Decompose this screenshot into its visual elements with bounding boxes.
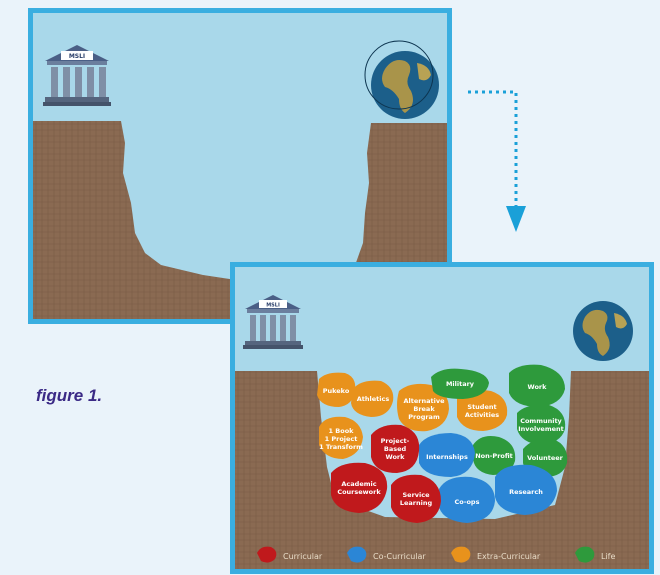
legend-item-life: Life bbox=[575, 546, 615, 563]
canyon-ground bbox=[235, 371, 649, 569]
rock-project-based-work: Project- Based Work bbox=[371, 424, 420, 473]
globe-icon bbox=[364, 40, 439, 119]
svg-text:Curricular: Curricular bbox=[283, 552, 323, 561]
svg-text:Program: Program bbox=[408, 413, 440, 421]
svg-text:Academic: Academic bbox=[341, 480, 376, 488]
rock-one-book: 1 Book 1 Project 1 Transform bbox=[319, 416, 363, 459]
svg-text:Project-: Project- bbox=[381, 437, 410, 445]
svg-text:MSLI: MSLI bbox=[266, 303, 280, 309]
svg-text:Based: Based bbox=[384, 445, 407, 453]
svg-text:Non-Profit: Non-Profit bbox=[475, 452, 513, 460]
rock-military: Military bbox=[431, 368, 489, 399]
rock-athletics: Athletics bbox=[351, 380, 394, 417]
svg-text:Work: Work bbox=[528, 383, 548, 391]
svg-text:Pukeko: Pukeko bbox=[323, 387, 350, 395]
rock-co-ops: Co-ops bbox=[439, 476, 495, 523]
svg-text:Co-ops: Co-ops bbox=[455, 498, 480, 506]
svg-text:Co-Curricular: Co-Curricular bbox=[373, 552, 426, 561]
svg-text:1 Book: 1 Book bbox=[329, 427, 355, 435]
svg-text:Student: Student bbox=[467, 403, 496, 411]
svg-text:Service: Service bbox=[402, 491, 430, 499]
canyon-ground bbox=[33, 121, 447, 319]
globe-icon bbox=[573, 301, 633, 361]
svg-text:Research: Research bbox=[509, 488, 543, 496]
transition-arrow bbox=[468, 90, 526, 232]
svg-text:Military: Military bbox=[446, 380, 475, 388]
svg-text:Work: Work bbox=[386, 453, 406, 461]
svg-text:Coursework: Coursework bbox=[337, 488, 381, 496]
rock-student-activities: Student Activities bbox=[457, 389, 508, 431]
rock-research: Research bbox=[495, 464, 557, 515]
legend-item-extra-curricular: Extra-Curricular bbox=[451, 546, 541, 563]
svg-text:1 Transform: 1 Transform bbox=[319, 443, 363, 451]
legend-item-co-curricular: Co-Curricular bbox=[347, 546, 426, 563]
rock-internships: Internships bbox=[419, 433, 475, 477]
legend-item-curricular: Curricular bbox=[257, 546, 323, 563]
svg-text:Internships: Internships bbox=[426, 453, 468, 461]
svg-text:Community: Community bbox=[520, 417, 562, 425]
rock-service-learning: Service Learning bbox=[391, 474, 441, 523]
svg-text:1 Project: 1 Project bbox=[325, 435, 358, 443]
rock-non-profit: Non-Profit bbox=[473, 436, 516, 475]
svg-text:Activities: Activities bbox=[465, 411, 499, 419]
figure-caption: figure 1. bbox=[36, 386, 103, 405]
after-panel: MSLI Pukeko Athletics Alternative bbox=[230, 262, 654, 574]
svg-text:Learning: Learning bbox=[400, 499, 433, 507]
svg-text:MSLI: MSLI bbox=[69, 53, 85, 60]
svg-text:Alternative: Alternative bbox=[404, 397, 446, 405]
svg-text:Break: Break bbox=[413, 405, 435, 413]
institution-building-icon: MSLI bbox=[243, 295, 303, 349]
svg-text:Athletics: Athletics bbox=[357, 395, 390, 403]
legend: Curricular Co-Curricular Extra-Curricula… bbox=[257, 546, 615, 563]
canyon-scene-bridged: MSLI Pukeko Athletics Alternative bbox=[235, 295, 649, 569]
rock-alternative-break: Alternative Break Program bbox=[397, 383, 449, 432]
rock-work: Work bbox=[509, 364, 565, 407]
rock-academic-coursework: Academic Coursework bbox=[331, 462, 388, 513]
svg-text:Life: Life bbox=[601, 552, 615, 561]
svg-text:Involvement: Involvement bbox=[518, 425, 564, 433]
rock-community-involvement: Community Involvement bbox=[517, 404, 566, 445]
rock-pukeko: Pukeko bbox=[317, 372, 356, 407]
canyon-scene-empty: MSLI bbox=[33, 40, 447, 319]
institution-building-icon: MSLI bbox=[43, 45, 111, 106]
svg-text:Volunteer: Volunteer bbox=[527, 454, 564, 462]
svg-text:Extra-Curricular: Extra-Curricular bbox=[477, 552, 541, 561]
